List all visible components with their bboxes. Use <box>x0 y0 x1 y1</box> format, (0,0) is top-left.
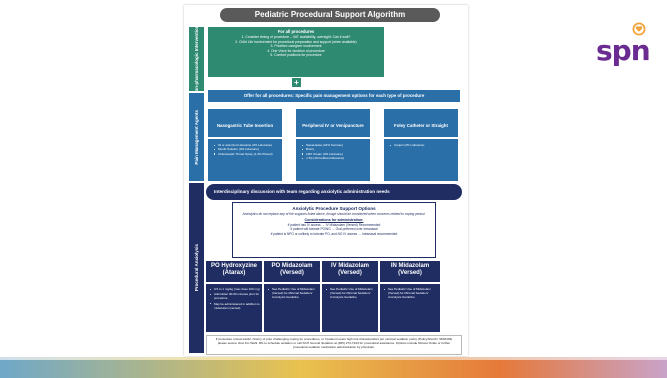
list-item: J-Tip (1% buffered lidocaine) <box>302 156 367 160</box>
all-procedures-item: 2. Child Life involvement for procedural… <box>235 39 357 44</box>
consideration-line: If patient is NPO or unlikely to tolerat… <box>270 231 398 236</box>
considerations-heading: Considerations for administration: <box>304 218 364 223</box>
list-item: 0.5 to 1 mg/kg (max dose 100 mg) <box>210 287 260 291</box>
interdisciplinary-banner: Interdisciplinary discussion with team r… <box>206 184 462 200</box>
all-procedures-item: 4. One Voice for duration of procedure <box>267 48 325 53</box>
anxiolytic-heading: Anxiolytic Procedure Support Options <box>292 206 376 211</box>
column-foley-options: Uroject (2% Lidocaine) <box>384 139 458 181</box>
list-item: Buzzy <box>302 147 367 151</box>
list-item: IN or atomized Lidocaine (2% Lidocaine) <box>214 143 279 147</box>
plus-icon: + <box>292 78 301 87</box>
list-item: Administer 30-60 minutes prior for proce… <box>210 292 260 301</box>
column-ng-tube-options: IN or atomized Lidocaine (2% Lidocaine) … <box>208 139 282 181</box>
anxiolytic-subtext: Anxiolytics do not replace any of the su… <box>242 212 426 216</box>
list-item: Chloraseptic Throat Spray (1.4% Phenol) <box>214 152 279 156</box>
footer-note: If procedure unsuccessful, history of pr… <box>206 335 462 355</box>
column-foley-title: Foley Catheter or Straight Catheterizati… <box>384 109 458 146</box>
offer-banner: Offer for all procedures: Specific pain … <box>208 90 460 102</box>
column-ng-tube-title: Nasogastric Tube Insertion <box>208 109 282 137</box>
med-iv-midazolam-title: IV Midazolam(Versed) <box>322 261 378 282</box>
heart-icon <box>632 22 646 36</box>
all-procedures-item: 3. Prioritize caregiver involvement <box>270 44 322 49</box>
med-po-midazolam-details: See Pediatric Use of Midazolam (Versed) … <box>264 284 320 332</box>
all-procedures-heading: For all procedures <box>277 29 315 34</box>
list-item: Mouth Solution (2% Lidocaine) <box>214 147 279 151</box>
column-iv-options: Sweet-Ease (24% Sucrose) Buzzy LMX Cream… <box>296 139 370 181</box>
algorithm-document: Pediatric Procedural Support Algorithm N… <box>184 5 468 356</box>
list-item: LMX Cream (4% Lidocaine) <box>302 152 367 156</box>
med-po-hydroxyzine-title: PO Hydroxyzine(Atarax) <box>206 261 262 282</box>
all-procedures-item: 5. Comfort positions for procedure <box>270 53 322 58</box>
med-in-midazolam-title: IN Midazolam(Versed) <box>380 261 440 282</box>
consideration-line: If patient will tolerate PO/NG → Oral pr… <box>290 227 378 232</box>
med-iv-midazolam-details: See Pediatric Use of Midazolam (Versed) … <box>322 284 378 332</box>
decorative-bottom-bar <box>0 357 667 378</box>
list-item: See Pediatric Use of Midazolam (Versed) … <box>384 287 438 300</box>
list-item: See Pediatric Use of Midazolam (Versed) … <box>326 287 376 300</box>
document-title: Pediatric Procedural Support Algorithm <box>220 8 440 22</box>
med-po-midazolam-title: PO Midazolam(Versed) <box>264 261 320 282</box>
list-item: May be administered in addition to midaz… <box>210 301 260 310</box>
anxiolytic-options-box: Anxiolytic Procedure Support Options Anx… <box>232 202 436 258</box>
med-po-hydroxyzine-details: 0.5 to 1 mg/kg (max dose 100 mg) Adminis… <box>206 284 262 332</box>
list-item: Uroject (2% Lidocaine) <box>390 143 455 147</box>
list-item: See Pediatric Use of Midazolam (Versed) … <box>268 287 318 300</box>
all-procedures-box: For all procedures 1. Consider timing of… <box>208 27 384 77</box>
spn-logo: spn <box>596 22 658 68</box>
all-procedures-item: 1. Consider timing of procedure – VAT av… <box>241 35 351 39</box>
list-item: Sweet-Ease (24% Sucrose) <box>302 143 367 147</box>
med-in-midazolam-details: See Pediatric Use of Midazolam (Versed) … <box>380 284 440 332</box>
column-iv-title: Peripheral IV or Venipuncture <box>296 109 370 137</box>
logo-text: spn <box>596 34 651 67</box>
side-label-nonpharm: Non-pharmacologic Interventions <box>189 23 204 95</box>
side-label-pain: Pain Management Agents <box>189 93 204 181</box>
consideration-line: If patient has IV access → IV Midazolam … <box>287 223 381 228</box>
side-label-anxiolysis: Procedural Anxiolysis <box>189 183 204 353</box>
